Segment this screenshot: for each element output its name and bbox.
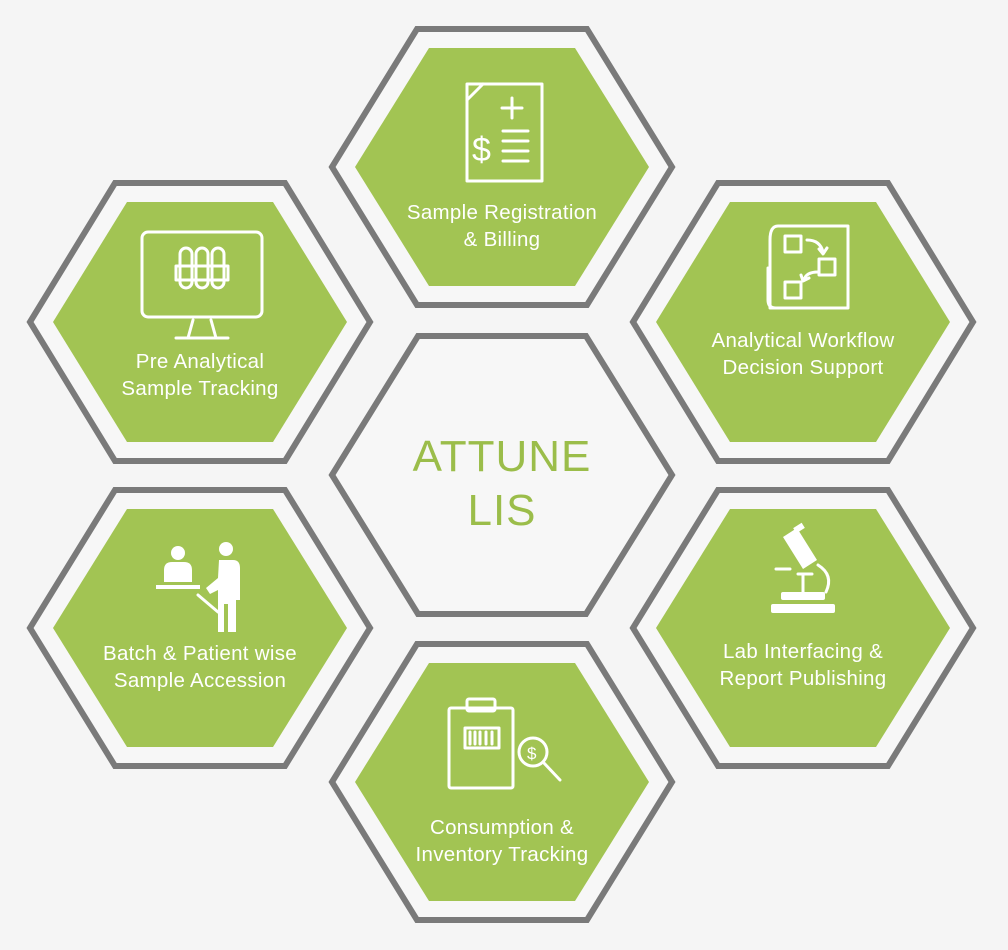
billing-document-icon: $ xyxy=(465,82,544,183)
microscope-icon xyxy=(771,522,835,613)
hex-lab-interfacing xyxy=(629,487,977,769)
clipboard-barcode-search-icon: $ xyxy=(447,697,562,790)
label-lab-interfacing: Lab Interfacing & Report Publishing xyxy=(719,640,887,690)
monitor-test-tubes-icon xyxy=(140,230,264,340)
hex-pre-analytical xyxy=(26,180,374,464)
label-batch-patient: Batch & Patient wise Sample Accession xyxy=(102,642,297,692)
patient-doctor-icon xyxy=(156,542,240,632)
hex-analytical-workflow xyxy=(629,180,977,464)
center-line-2: LIS xyxy=(467,486,537,535)
svg-text:$: $ xyxy=(527,744,537,763)
hex-consumption-inventory xyxy=(328,641,676,923)
hex-sample-registration xyxy=(328,26,676,308)
label-analytical-workflow: Analytical Workflow Decision Support xyxy=(711,329,895,379)
svg-text:$: $ xyxy=(472,131,491,169)
label-pre-analytical: Pre Analytical Sample Tracking xyxy=(121,350,279,400)
workflow-diagram-icon xyxy=(766,224,850,310)
center-hexagon xyxy=(328,333,676,617)
hex-batch-patient xyxy=(26,487,374,769)
label-sample-registration: Sample Registration & Billing xyxy=(406,201,598,251)
center-label: ATTUNE LIS xyxy=(402,430,602,538)
center-line-1: ATTUNE xyxy=(412,432,592,481)
label-consumption-inventory: Consumption & Inventory Tracking xyxy=(415,816,589,866)
